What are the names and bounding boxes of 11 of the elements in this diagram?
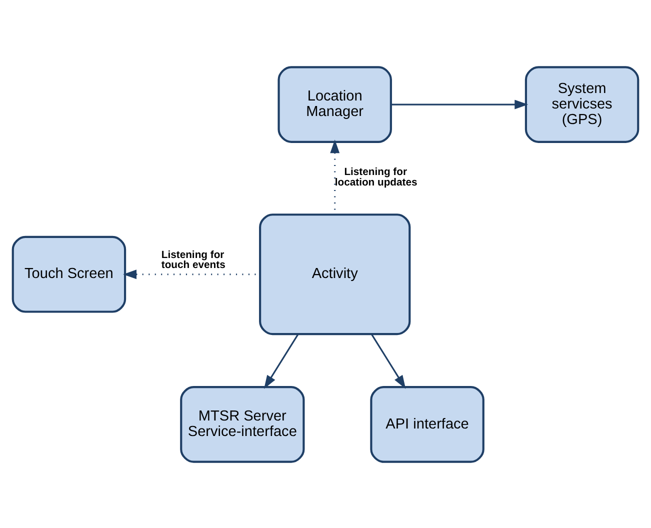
- node-box: System servicses (GPS): [524, 66, 640, 142]
- node-box: Touch Screen: [12, 235, 126, 312]
- node-box: MTSR Server Service-interface: [180, 386, 305, 462]
- arrow: [370, 333, 406, 388]
- edge-label: Listening for location updates: [334, 166, 418, 188]
- node-box: API interface: [370, 386, 484, 462]
- node-box: Location Manager: [278, 66, 392, 142]
- edge-label: Listening for touch events: [161, 249, 226, 271]
- node-box: Activity: [259, 213, 411, 335]
- arrow: [264, 333, 299, 388]
- arrow: [391, 99, 528, 109]
